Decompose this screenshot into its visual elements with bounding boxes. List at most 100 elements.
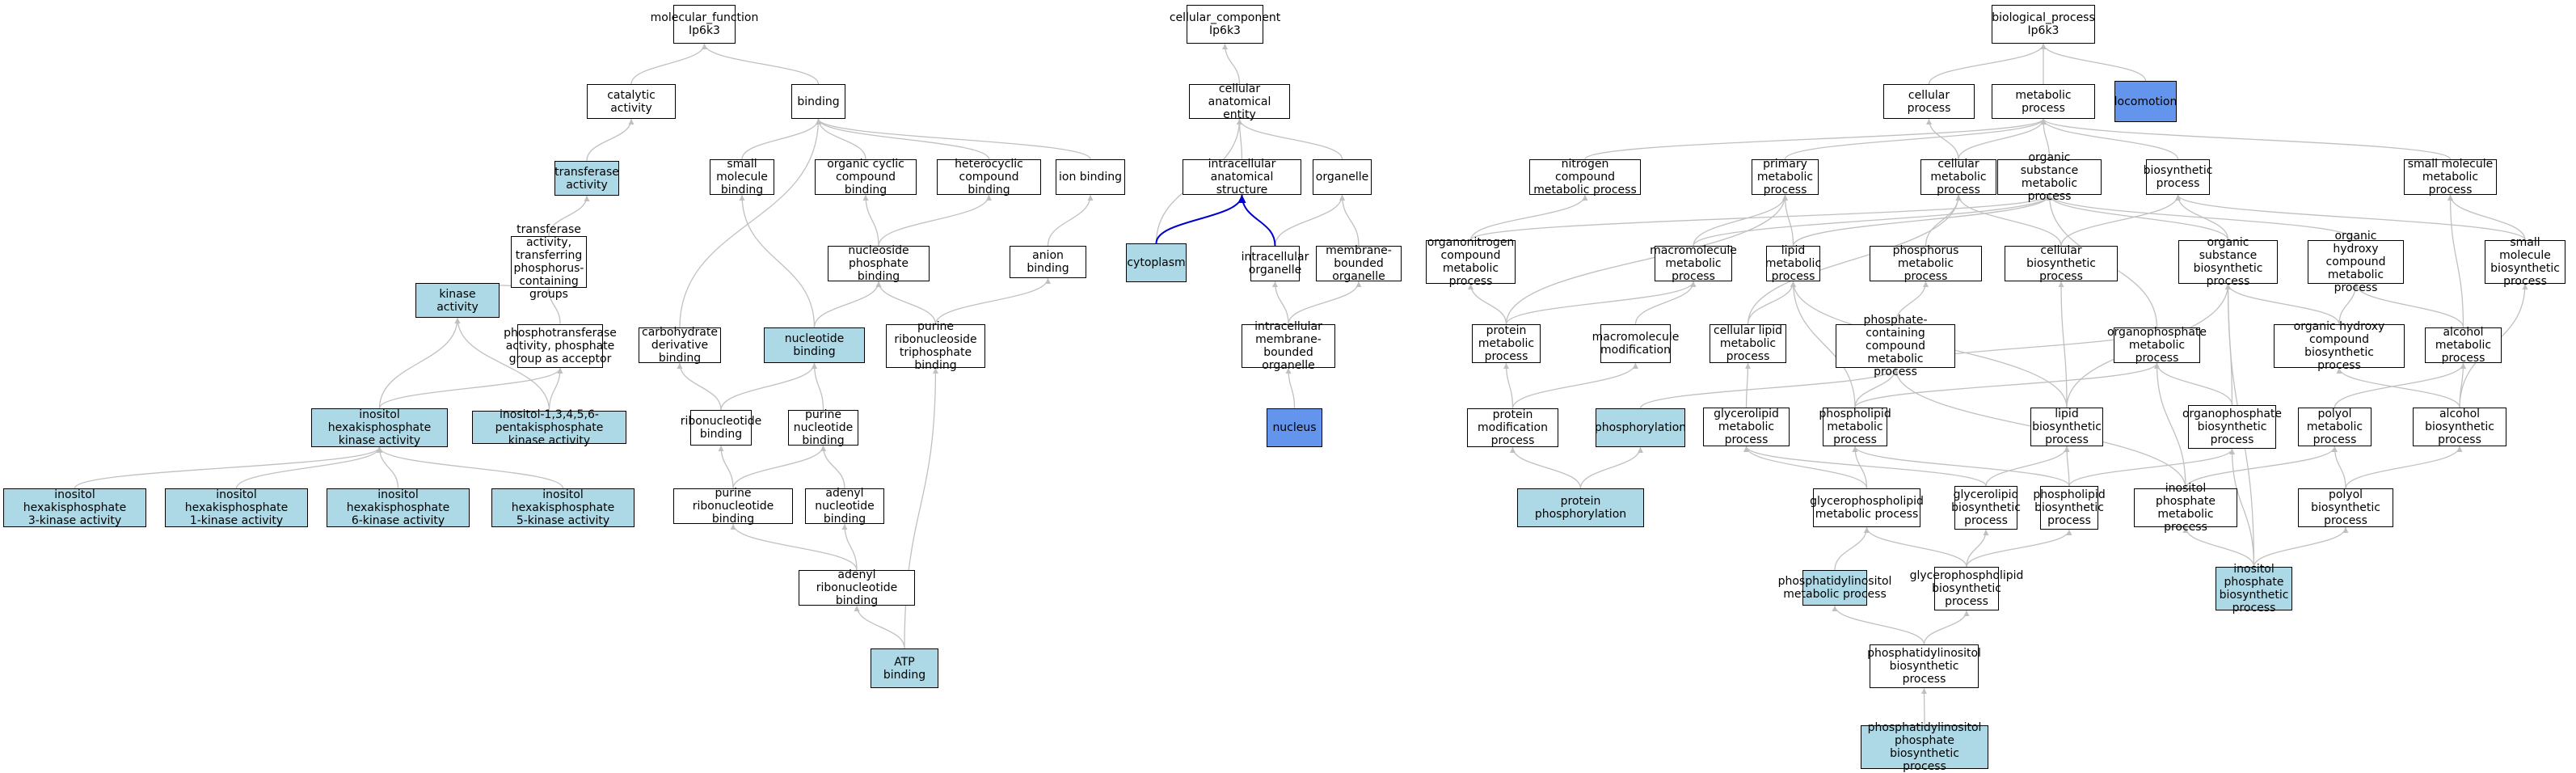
is-a-edge-occb-binding	[816, 118, 866, 160]
go-term-ih6k: inositol hexakisphosphate 6-kinase activ…	[327, 488, 470, 527]
go-term-ipentaka: inositol-1,3,4,5,6-pentakisphosphate kin…	[472, 408, 626, 447]
go-term-phmp: phosphorus metabolic process	[1870, 244, 1982, 283]
go-term-osmp: organic substance metabolic process	[1997, 151, 2102, 203]
go-term-clmp: cellular lipid metabolic process	[1710, 324, 1786, 363]
is-a-edge-polbp-alcbp	[2345, 446, 2463, 489]
go-term-macromp: macromolecule metabolic process	[1650, 244, 1737, 283]
is-a-edge-purnb-nucb	[812, 362, 824, 411]
is-a-edge-ribb-nucb	[720, 362, 817, 411]
is-a-edge-atpb-adrnb	[854, 605, 905, 649]
go-term-tpcg: transferase activity, transferring phosp…	[511, 223, 587, 301]
is-a-edge-protmod-protmp	[1503, 362, 1514, 409]
go-term-adnb: adenyl nucleotide binding	[805, 487, 884, 526]
is-a-edge-ihka-kinase	[378, 317, 461, 409]
go-term-prnb: purine ribonucleotide binding	[673, 487, 793, 526]
is-a-edge-polmp-alcmp	[2334, 362, 2466, 408]
go-term-cp: cellular process	[1883, 84, 1975, 119]
is-a-edge-pibp-gpbp	[1923, 610, 1970, 645]
go-term-ihka: inositol hexakisphosphate kinase activit…	[311, 408, 448, 447]
go-term-bp: biological_process Ip6k3	[1992, 5, 2095, 44]
go-term-lipbp: lipid biosynthetic process	[2030, 408, 2103, 446]
is-a-edge-phlbp-lipbp	[2064, 446, 2070, 487]
is-a-edge-nucb-npb	[813, 281, 882, 328]
go-term-npb: nucleoside phosphate binding	[828, 244, 930, 283]
go-term-polbp: polyol biosynthetic process	[2298, 488, 2393, 527]
go-term-purnb: purine nucleotide binding	[788, 408, 858, 447]
go-term-kinase: kinase activity	[415, 283, 500, 318]
go-term-ias: intracellular anatomical structure	[1183, 158, 1301, 196]
go-term-polmp: polyol metabolic process	[2298, 408, 2372, 446]
is-a-edge-prnb-purnb	[732, 445, 826, 489]
go-term-gpbp: glycerophospholipid biosynthetic process	[1910, 567, 2023, 610]
go-term-phosacc: phosphotransferase activity, phosphate g…	[504, 324, 617, 368]
is-a-edge-ipbp-ipmp	[2182, 526, 2255, 568]
is-a-edge-smbp-smmp	[2447, 194, 2526, 241]
is-a-edge-alcbp-ohcbp	[2336, 367, 2460, 408]
go-term-ohcbp: organic hydroxy compound biosynthetic pr…	[2274, 320, 2405, 372]
is-a-edge-gpmp-glmp	[1743, 446, 1868, 489]
is-a-edge-ih3k-ihka	[74, 446, 382, 489]
is-a-edge-mbo-organelle	[1339, 194, 1360, 247]
go-term-biosyn: biosynthetic process	[2144, 159, 2212, 195]
go-term-mp: metabolic process	[1992, 84, 2095, 119]
go-term-io: intracellular organelle	[1242, 246, 1309, 281]
is-a-edge-tpcg-transf	[548, 195, 590, 237]
go-term-smb: small molecule binding	[710, 158, 774, 196]
is-a-edge-ihka-phosacc	[378, 367, 563, 409]
is-a-edge-ipentaka-kinase	[454, 317, 550, 412]
go-term-gpmp: glycerophospholipid metabolic process	[1810, 488, 1924, 527]
is-a-edge-lipbp-cbp	[2058, 281, 2068, 408]
is-a-edge-pccmp-phmp	[1895, 281, 1929, 325]
go-term-glbp: glycerolipid biosynthetic process	[1951, 486, 2021, 530]
is-a-edge-anionb-ionb	[1047, 194, 1094, 247]
go-term-osbp: organic substance biosynthetic process	[2178, 236, 2278, 288]
go-term-cytoplasm: cytoplasm	[1126, 243, 1187, 282]
is-a-edge-smmp-mp	[2040, 118, 2452, 160]
is-a-edge-adrnb-prnb	[730, 523, 858, 571]
go-term-nucb: nucleotide binding	[764, 327, 865, 363]
is-a-edge-gpbp-gpmp	[1864, 526, 1967, 568]
go-term-glmp: glycerolipid metabolic process	[1703, 408, 1790, 446]
go-term-ohcmp: organic hydroxy compound metabolic proce…	[2308, 230, 2404, 294]
go-term-loco: locomotion	[2114, 81, 2177, 122]
is-a-edge-clmp-cmp	[1747, 194, 1962, 325]
go-term-ncmp: nitrogen compound metabolic process	[1529, 158, 1641, 196]
go-term-transf: transferase activity	[554, 161, 619, 196]
is-a-edge-phlbp-orgphbp	[2068, 448, 2235, 487]
is-a-edge-ipentaka-phosacc	[548, 367, 563, 412]
is-a-edge-biosyn-mp	[2040, 118, 2179, 160]
go-term-carbb: carbohydrate derivative binding	[639, 326, 721, 365]
go-term-prntb: purine ribonucleoside triphosphate bindi…	[886, 320, 985, 372]
is-a-edge-ih1k-ihka	[235, 446, 382, 489]
is-a-edge-protmod-macromod	[1511, 362, 1638, 409]
is-a-edge-alcmp-smmp	[2447, 194, 2464, 328]
is-a-edge-ipmp-polmp	[2185, 446, 2338, 489]
is-a-edge-phlmp-orgphmp	[1854, 362, 2160, 408]
is-a-edge-ribb-carbb	[677, 362, 722, 411]
is-a-edge-imbo-mbo	[1288, 281, 1362, 325]
is-a-edge-prnb-ribb	[718, 445, 734, 489]
is-a-edge-protphos-protmod	[1510, 446, 1582, 489]
is-a-edge-ipmp-orgphmp	[2154, 362, 2186, 489]
go-term-alcbp: alcohol biosynthetic process	[2413, 408, 2506, 446]
go-term-hccb: heterocyclic compound binding	[937, 158, 1041, 196]
is-a-edge-oncmp-osmp	[1469, 194, 2052, 241]
is-a-edge-organelle-cae	[1237, 118, 1343, 160]
is-a-edge-polbp-polmp	[2332, 446, 2346, 489]
is-a-edge-loco-bp	[2040, 43, 2147, 82]
is-a-edge-npb-hccb	[878, 194, 992, 247]
go-term-protmp: protein metabolic process	[1472, 324, 1541, 363]
go-term-smbp: small molecule biosynthetic process	[2485, 236, 2565, 288]
is-a-edge-cp-bp	[1928, 43, 2047, 85]
is-a-edge-hccb-binding	[816, 118, 990, 160]
go-term-macromod: macromolecule modification	[1592, 324, 1679, 363]
go-term-alcmp: alcohol metabolic process	[2425, 326, 2502, 365]
go-term-nucleus: nucleus	[1267, 408, 1322, 447]
go-term-phlbp: phospholipid biosynthetic process	[2033, 486, 2106, 530]
go-term-ih3k: inositol hexakisphosphate 3-kinase activ…	[3, 488, 146, 527]
go-term-cmp: cellular metabolic process	[1920, 158, 1996, 196]
go-term-pipbp: phosphatidylinositol phosphate biosynthe…	[1861, 721, 1988, 773]
is-a-edge-phlmp-lipmp	[1790, 281, 1856, 408]
go-term-occb: organic cyclic compound binding	[815, 158, 917, 196]
